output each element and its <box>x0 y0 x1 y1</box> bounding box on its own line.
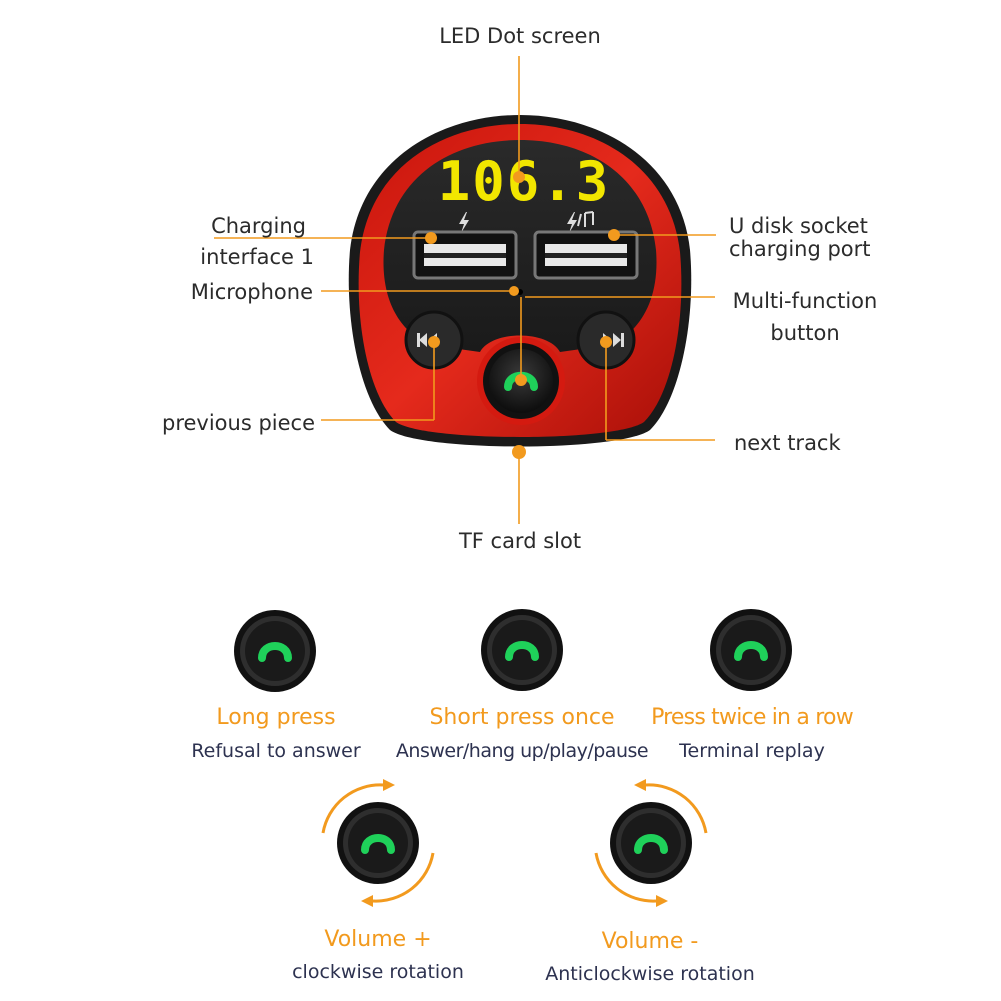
mode-desc-short-press: Answer/hang up/play/pause <box>395 740 649 762</box>
rotation-arrow-arc <box>372 852 435 903</box>
phone-icon <box>258 642 292 662</box>
label-previous: previous piece <box>161 411 315 435</box>
rotation-arrow-head <box>361 895 373 907</box>
lightning-music-icon <box>567 211 594 233</box>
mode-desc-long-press: Refusal to answer <box>191 740 361 762</box>
mode-desc-press-twice: Terminal replay <box>679 740 825 762</box>
label-usb-disk-line2: charging port <box>729 237 871 261</box>
label-led-screen: LED Dot screen <box>439 24 601 48</box>
phone-icon <box>634 834 668 854</box>
phone-icon <box>734 641 768 661</box>
mode-knob-2 <box>481 609 563 691</box>
rotation-arrow-arc <box>645 783 708 834</box>
rotation-arrows <box>321 779 708 907</box>
mode-title-long-press: Long press <box>216 705 336 730</box>
label-tf-card: TF card slot <box>458 529 582 553</box>
rotation-arrow-arc <box>321 783 384 834</box>
label-microphone: Microphone <box>190 280 313 304</box>
mode-title-press-twice: Press twice in a row <box>651 705 854 730</box>
rotation-desc-volume-up: clockwise rotation <box>292 961 464 983</box>
rotation-arrow-head <box>656 895 668 907</box>
phone-icon <box>361 834 395 854</box>
label-usb-disk-line1: U disk socket <box>729 214 868 238</box>
label-charging-interface-line2: interface 1 <box>200 245 314 269</box>
label-multifunction-line1: Multi-function <box>732 289 878 313</box>
phone-icon <box>505 641 539 661</box>
rotation-arrow-arc <box>594 852 657 903</box>
rotation-knob-1 <box>337 802 419 884</box>
label-next: next track <box>734 431 841 455</box>
led-display: 106.3 <box>438 150 611 213</box>
lightning-icon <box>459 212 469 233</box>
mode-knob-3 <box>710 609 792 691</box>
rotation-arrow-head <box>634 779 646 791</box>
usb-port-right[interactable] <box>533 230 639 280</box>
callout-lines <box>214 56 716 524</box>
rotation-title-volume-up: Volume + <box>324 927 432 952</box>
rotation-title-volume-down: Volume - <box>601 929 699 954</box>
device-face <box>383 140 657 352</box>
mode-knob-1 <box>234 610 316 692</box>
usb-port-left[interactable] <box>412 230 518 280</box>
callout-dots <box>425 171 620 459</box>
mode-title-short-press: Short press once <box>429 705 615 730</box>
rotation-arrow-head <box>383 779 395 791</box>
rotation-knob-2 <box>610 802 692 884</box>
mode-buttons <box>234 609 792 692</box>
label-multifunction-line2: button <box>770 321 840 345</box>
rotation-desc-volume-down: Anticlockwise rotation <box>545 963 755 985</box>
label-charging-interface-line1: Charging <box>211 214 306 238</box>
